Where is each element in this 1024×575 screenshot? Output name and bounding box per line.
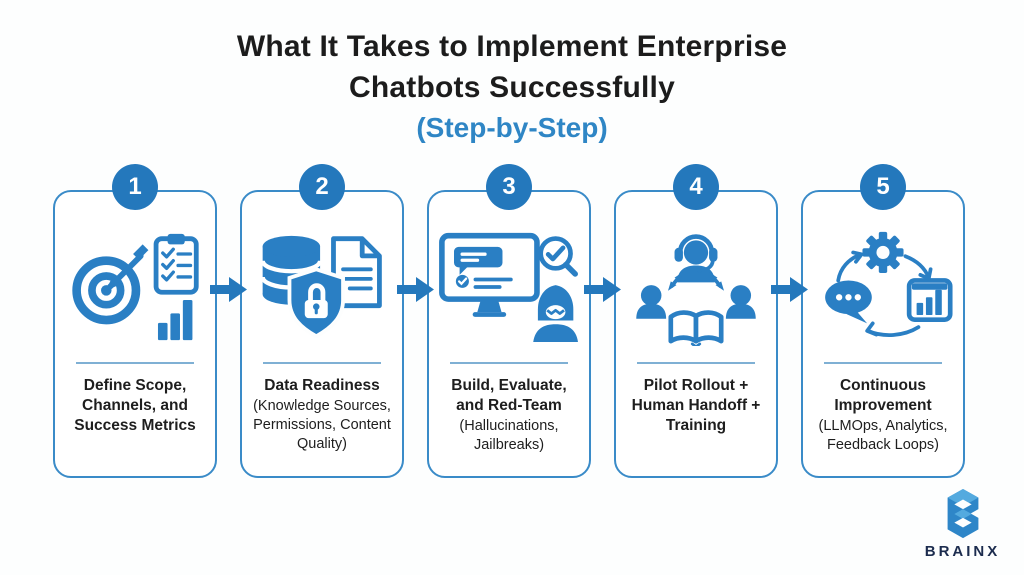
- step-5-badge: 5: [860, 164, 906, 210]
- team-handoff-training-icon: [636, 234, 756, 346]
- step-card-1: 1: [53, 164, 217, 478]
- improvement-cycle-icon: [825, 231, 953, 337]
- step-2-label: Data Readiness (Knowledge Sources, Permi…: [242, 364, 402, 454]
- step-note: (Hallucinations, Jailbreaks): [459, 418, 559, 453]
- step-2-icon-cluster: [255, 214, 389, 360]
- step-4-label: Pilot Rollout + Human Handoff + Training: [616, 364, 776, 437]
- target-checklist-chart-icon: [72, 233, 199, 340]
- database-shield-document-icon: [260, 235, 382, 339]
- brand-footer: BRAINX: [905, 488, 1020, 560]
- step-title: Data Readiness: [264, 377, 380, 394]
- step-3-badge: 3: [486, 164, 532, 210]
- page-subtitle: (Step-by-Step): [416, 112, 608, 143]
- step-4-badge: 4: [673, 164, 719, 210]
- brainx-logo-icon: [947, 488, 978, 539]
- step-2-badge: 2: [299, 164, 345, 210]
- step-5-icon-cluster: [813, 214, 953, 360]
- monitor-magnifier-hacker-icon: [439, 232, 578, 342]
- divider: [450, 362, 568, 364]
- divider: [76, 362, 194, 364]
- arrow-right-icon: [397, 277, 434, 302]
- step-5-label: Continuous Improvement (LLMOps, Analytic…: [803, 364, 963, 455]
- divider: [637, 362, 755, 364]
- step-title: Continuous Improvement: [834, 377, 932, 414]
- page-title-line-1: What It Takes to Implement Enterprise: [236, 30, 788, 63]
- divider: [824, 362, 942, 364]
- brand-name: BRAINX: [924, 543, 1001, 560]
- step-card-2: 2: [240, 164, 404, 478]
- step-1-badge: 1: [112, 164, 158, 210]
- step-1-icon-cluster: [68, 214, 202, 360]
- header: What It Takes to Implement Enterprise Ch…: [0, 26, 1024, 146]
- step-1-label: Define Scope, Channels, and Success Metr…: [55, 364, 215, 437]
- step-card-3: 3: [427, 164, 591, 478]
- step-title: Build, Evaluate, and Red-Team: [451, 377, 567, 414]
- step-title: Pilot Rollout + Human Handoff + Training: [631, 377, 761, 434]
- arrow-right-icon: [771, 277, 808, 302]
- page-title-line-2: Chatbots Successfully: [349, 71, 675, 104]
- step-note: (LLMOps, Analytics, Feedback Loops): [818, 418, 948, 453]
- step-3-icon-cluster: [439, 214, 579, 360]
- divider: [263, 362, 381, 364]
- step-title: Define Scope, Channels, and Success Metr…: [74, 377, 196, 434]
- step-note: (Knowledge Sources, Permissions, Content…: [253, 398, 391, 452]
- step-4-icon-cluster: [626, 214, 766, 360]
- steps-row: 1: [53, 164, 965, 478]
- step-3-label: Build, Evaluate, and Red-Team (Hallucina…: [429, 364, 589, 455]
- step-card-5: 5: [801, 164, 965, 478]
- arrow-right-icon: [584, 277, 621, 302]
- arrow-right-icon: [210, 277, 247, 302]
- step-card-4: 4: [614, 164, 778, 478]
